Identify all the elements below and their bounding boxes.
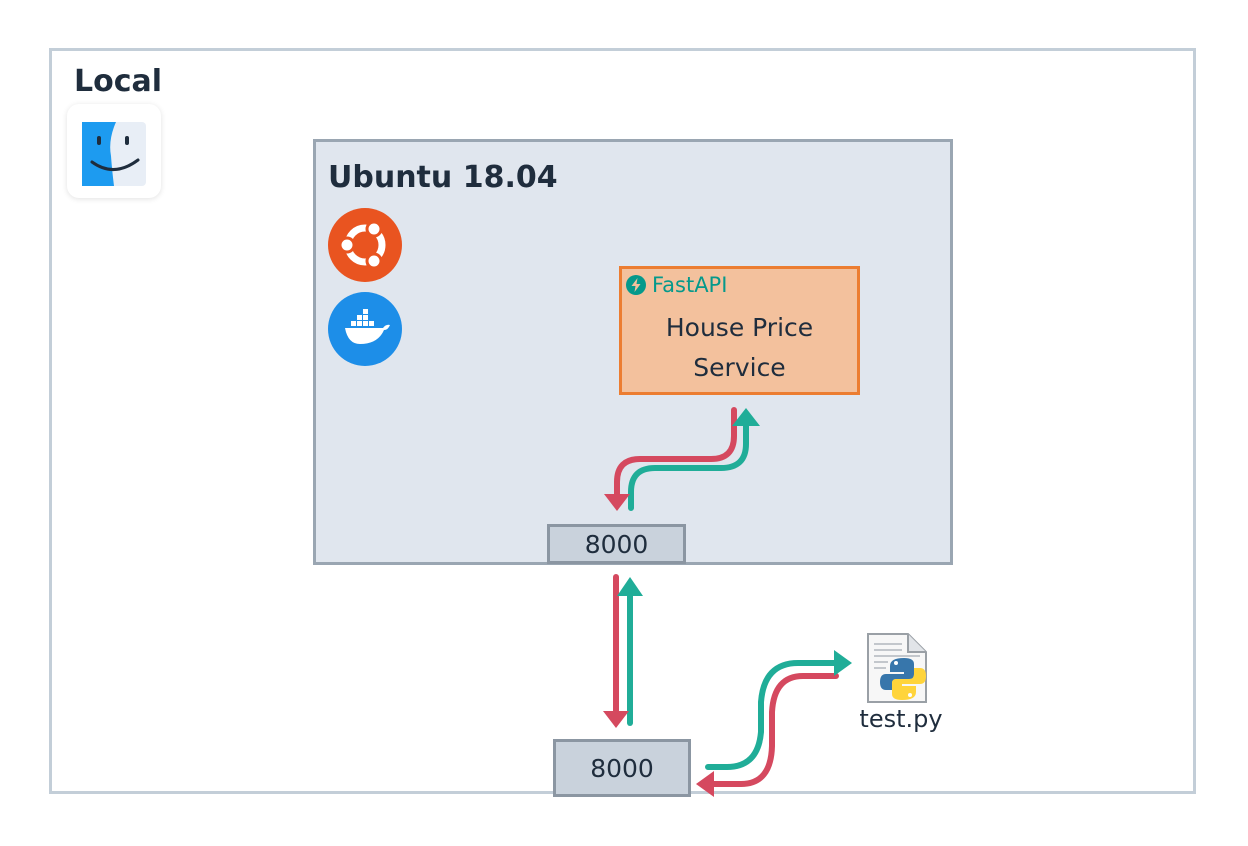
- host-port-box: 8000: [553, 739, 691, 797]
- request-arrow-service-to-port: [614, 407, 737, 497]
- container-port-box: 8000: [547, 524, 686, 564]
- fastapi-bolt-icon: [626, 275, 646, 295]
- house-price-service-box: [619, 266, 860, 395]
- response-arrow-host-to-client: [705, 660, 839, 770]
- ubuntu-title: Ubuntu 18.04: [328, 160, 558, 195]
- finder-icon: [67, 104, 161, 198]
- fastapi-logo: FastAPI: [626, 272, 727, 298]
- client-file-label: test.py: [859, 705, 943, 733]
- request-arrowhead-3: [696, 771, 714, 797]
- request-arrow-client-to-host: [709, 673, 839, 787]
- service-label: House Price Service: [665, 313, 814, 382]
- container-port-label: 8000: [584, 529, 649, 559]
- fastapi-label: FastAPI: [652, 273, 728, 297]
- host-port-label: 8000: [590, 753, 654, 783]
- python-file-icon: [867, 633, 927, 703]
- response-arrowhead-3: [834, 650, 852, 676]
- request-arrowhead-1: [604, 494, 630, 511]
- local-title: Local: [74, 64, 163, 99]
- docker-logo-icon: [328, 292, 402, 366]
- response-arrowhead-2: [617, 577, 643, 596]
- ubuntu-logo-icon: [328, 208, 402, 282]
- response-arrow-port-to-service: [628, 421, 749, 511]
- request-arrowhead-2: [603, 711, 629, 728]
- response-arrowhead-1: [732, 408, 760, 426]
